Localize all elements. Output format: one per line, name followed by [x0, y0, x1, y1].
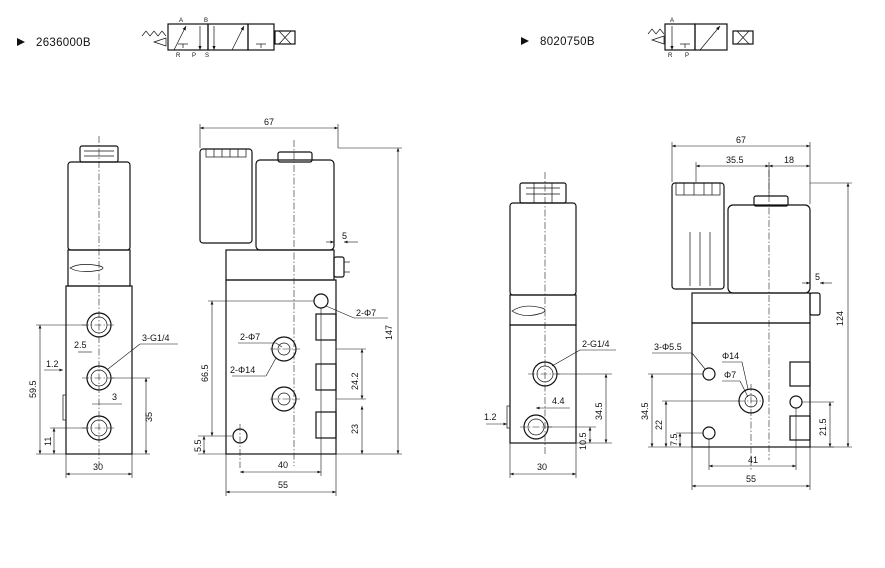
left-side-dimensions: 30 59.5 11 35 1.2 2.5 3 3-G1/4 [28, 324, 178, 478]
hole-callout: 2-Φ14 [230, 365, 255, 375]
port-label: A [670, 18, 674, 24]
port-label: P [685, 53, 689, 59]
dimension-label: 35 [144, 412, 154, 422]
dimension-label: 23 [350, 424, 360, 434]
dimension-label: 67 [736, 135, 746, 145]
dimension-label: 41 [748, 455, 758, 465]
hole-callout: 2-Φ7 [240, 332, 260, 342]
valve-symbol-right: A R P [647, 18, 754, 59]
hole-callout: Φ7 [724, 370, 736, 380]
valve-symbol-left: A B R P S [141, 18, 296, 59]
dimension-label: 21.5 [818, 418, 828, 436]
port-label: B [204, 18, 208, 24]
dimension-label: 30 [93, 462, 103, 472]
dimension-label: 18 [784, 155, 794, 165]
dimension-label: 5.5 [193, 439, 203, 452]
model-header-right: 8020750B [521, 36, 595, 48]
bullet-triangle-icon [17, 38, 25, 46]
port-label: P [192, 53, 196, 59]
dimension-label: 35.5 [726, 155, 744, 165]
dimension-label: 40 [278, 460, 288, 470]
dimension-label: 4.4 [552, 396, 565, 406]
port-label: A [179, 18, 183, 24]
right-front-view [671, 170, 821, 470]
dimension-label: 22 [654, 420, 664, 430]
dimension-label: 59.5 [28, 380, 38, 398]
dimension-label: 7.5 [669, 433, 679, 446]
hole-callout: 3-Φ5.5 [654, 342, 682, 352]
dimension-label: 5 [342, 231, 347, 241]
left-front-view [199, 140, 350, 468]
dimension-label: 1.2 [46, 359, 59, 369]
dimension-label: 11 [43, 437, 53, 446]
port-label: R [668, 53, 673, 59]
dimension-label: 147 [384, 325, 394, 340]
right-side-dimensions: 30 34.5 10.5 4.4 1.2 2-G1/4 [484, 339, 616, 478]
dimension-label: 124 [835, 311, 845, 326]
dimension-label: 10.5 [578, 432, 588, 450]
right-side-view [506, 172, 577, 456]
dimension-label: 2.5 [74, 340, 87, 350]
dimension-label: 5 [815, 272, 820, 282]
model-number-left: 2636000B [36, 37, 91, 49]
model-number-right: 8020750B [540, 36, 595, 48]
left-front-dimensions: 67 147 5 2-Φ7 2-Φ7 2-Φ14 66.5 5.5 [193, 117, 402, 496]
left-side-view [62, 136, 133, 466]
model-header-left: 2636000B [17, 37, 91, 49]
port-callout: 2-G1/4 [582, 339, 610, 349]
bullet-triangle-icon [521, 37, 529, 45]
port-label: S [205, 53, 209, 59]
hole-callout: 2-Φ7 [356, 308, 376, 318]
right-front-dimensions: 67 35.5 18 124 5 3-Φ5.5 Φ14 Φ7 34.5 [640, 135, 852, 490]
dimension-label: 34.5 [640, 402, 650, 420]
dimension-label: 24.2 [350, 372, 360, 390]
dimension-label: 66.5 [200, 364, 210, 382]
dimension-label: 1.2 [484, 412, 497, 422]
port-label: R [176, 53, 181, 59]
dimension-label: 30 [537, 462, 547, 472]
hole-callout: Φ14 [722, 351, 739, 361]
dimension-label: 67 [264, 117, 274, 127]
dimension-label: 55 [278, 480, 288, 490]
port-callout: 3-G1/4 [142, 333, 170, 343]
dimension-label: 55 [746, 474, 756, 484]
dimension-label: 3 [112, 392, 117, 402]
dimension-label: 34.5 [594, 402, 604, 420]
